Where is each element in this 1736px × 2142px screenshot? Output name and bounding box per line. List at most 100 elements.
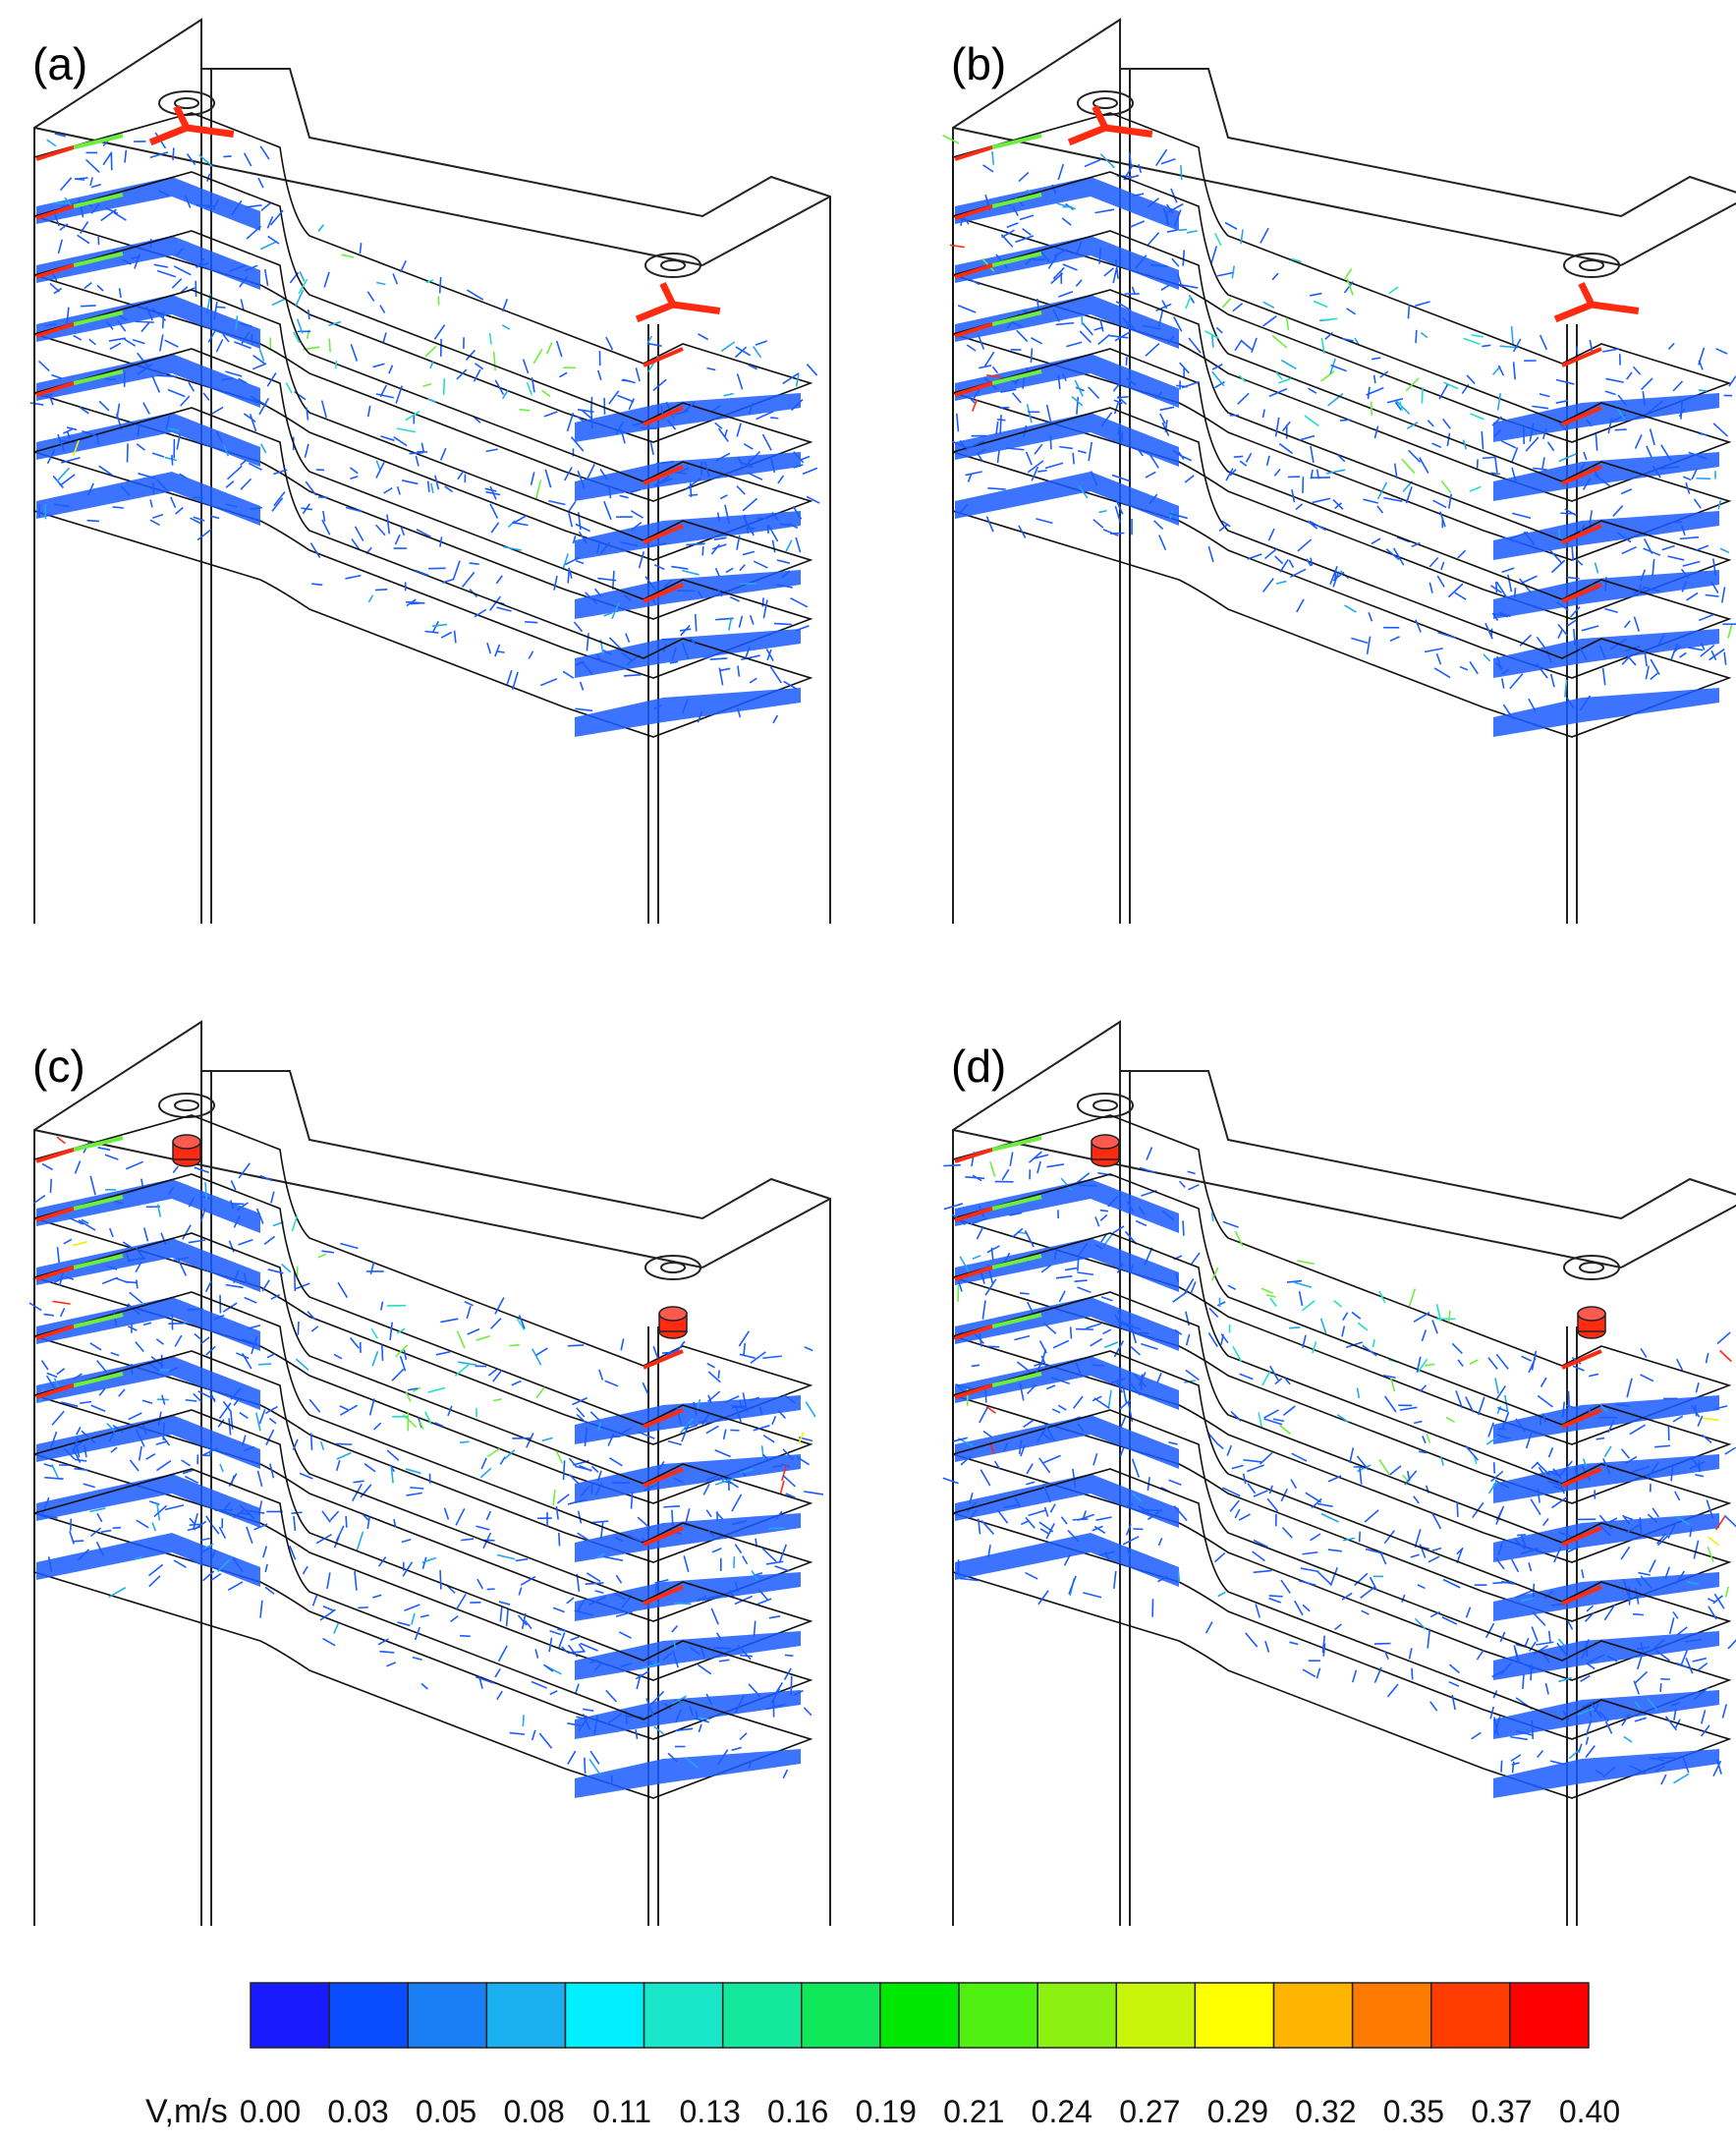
velocity-arrow	[701, 1413, 710, 1426]
velocity-arrow	[1229, 1499, 1240, 1512]
velocity-arrow	[621, 379, 631, 382]
velocity-arrow	[1376, 481, 1388, 500]
velocity-arrow	[524, 1619, 532, 1630]
velocity-arrow	[511, 671, 519, 691]
velocity-arrow	[1027, 460, 1044, 474]
velocity-arrow	[555, 1505, 559, 1520]
velocity-arrow	[562, 670, 575, 679]
velocity-arrow	[1507, 574, 1513, 592]
velocity-arrow	[193, 1512, 198, 1530]
velocity-edge-high	[1561, 524, 1602, 544]
velocity-arrow	[734, 1581, 739, 1593]
velocity-arrow	[264, 1563, 268, 1573]
velocity-arrow	[1099, 319, 1104, 332]
velocity-edge-high	[954, 1325, 993, 1340]
velocity-arrow	[978, 334, 985, 350]
velocity-arrow	[1166, 202, 1184, 214]
velocity-arrow	[1055, 1275, 1073, 1279]
velocity-arrow	[56, 467, 71, 482]
velocity-arrow	[731, 1746, 742, 1752]
velocity-arrow	[1510, 531, 1529, 539]
velocity-arrow	[503, 545, 522, 551]
velocity-arrow	[1649, 1559, 1656, 1573]
velocity-arrow	[714, 422, 723, 429]
velocity-arrow	[1686, 592, 1699, 601]
velocity-arrow	[1495, 582, 1498, 593]
velocity-arrow	[1082, 322, 1093, 336]
velocity-arrow	[1640, 1642, 1645, 1653]
velocity-arrow	[245, 264, 258, 272]
velocity-arrow	[1253, 1490, 1268, 1497]
velocity-arrow	[965, 471, 982, 477]
colorbar-tick-label: 0.19	[856, 2094, 917, 2129]
velocity-arrow	[225, 370, 243, 377]
velocity-arrow	[1214, 1551, 1226, 1563]
velocity-slice	[33, 1350, 813, 1681]
velocity-arrow	[570, 1636, 580, 1641]
velocity-arrow	[1555, 399, 1569, 404]
velocity-arrow	[1341, 1325, 1346, 1337]
panel-d: (d)	[933, 1012, 1736, 1955]
velocity-arrow	[1047, 253, 1060, 269]
velocity-arrow	[1615, 1403, 1631, 1407]
velocity-arrow	[671, 1625, 679, 1633]
panel-a: (a)	[15, 10, 860, 953]
velocity-arrow	[596, 1552, 605, 1559]
velocity-arrow	[968, 278, 980, 286]
velocity-band-left	[36, 1356, 260, 1410]
velocity-arrow	[1158, 535, 1167, 551]
velocity-arrow	[1218, 524, 1229, 533]
velocity-arrow	[1082, 1510, 1087, 1519]
velocity-arrow	[266, 1353, 276, 1359]
velocity-arrow	[1117, 1310, 1122, 1319]
velocity-arrow	[585, 1582, 604, 1585]
velocity-arrow	[299, 1472, 313, 1480]
velocity-arrow	[717, 1370, 720, 1379]
velocity-arrow	[406, 600, 425, 604]
shroud-ring	[660, 259, 686, 271]
velocity-arrow	[66, 307, 70, 324]
velocity-arrow	[486, 642, 492, 654]
velocity-arrow	[225, 1283, 244, 1289]
velocity-arrow	[1698, 360, 1704, 370]
velocity-arrow	[742, 497, 758, 512]
velocity-arrow	[716, 512, 720, 522]
velocity-arrow	[1040, 1355, 1048, 1368]
velocity-arrow	[766, 1703, 786, 1711]
velocity-arrow	[371, 1351, 379, 1367]
velocity-arrow	[1399, 401, 1403, 412]
velocity-arrow	[778, 1544, 788, 1563]
colorbar-swatch	[407, 1982, 488, 2049]
velocity-arrow	[737, 457, 744, 466]
velocity-arrow	[584, 1427, 588, 1447]
velocity-arrow	[1093, 326, 1103, 331]
velocity-arrow	[1708, 1606, 1717, 1620]
velocity-arrow	[1092, 1453, 1098, 1466]
velocity-arrow	[1184, 475, 1195, 483]
velocity-edge-high	[954, 1383, 993, 1399]
velocity-arrow	[646, 342, 662, 347]
velocity-arrow	[78, 1219, 96, 1231]
velocity-arrow	[1025, 1516, 1036, 1529]
velocity-arrow	[1459, 665, 1469, 671]
velocity-arrow	[1009, 1152, 1014, 1166]
velocity-arrow	[63, 1447, 76, 1460]
velocity-arrow	[1174, 1328, 1183, 1335]
velocity-arrow	[630, 1492, 634, 1509]
velocity-arrow	[208, 1441, 213, 1456]
velocity-arrow	[484, 487, 497, 492]
velocity-arrow	[725, 567, 734, 574]
colorbar-swatch	[801, 1982, 881, 2049]
velocity-arrow	[590, 1465, 599, 1473]
velocity-arrow	[1359, 1468, 1363, 1485]
velocity-arrow	[509, 1343, 520, 1347]
velocity-arrow	[1497, 365, 1505, 376]
velocity-arrow	[1530, 1498, 1541, 1516]
velocity-arrow	[1541, 1413, 1546, 1422]
velocity-arrow	[69, 1518, 73, 1532]
velocity-arrow	[753, 346, 762, 359]
velocity-arrow	[793, 451, 805, 464]
velocity-arrow	[1490, 585, 1502, 593]
velocity-arrow	[1088, 441, 1093, 462]
velocity-arrow	[757, 1589, 768, 1601]
